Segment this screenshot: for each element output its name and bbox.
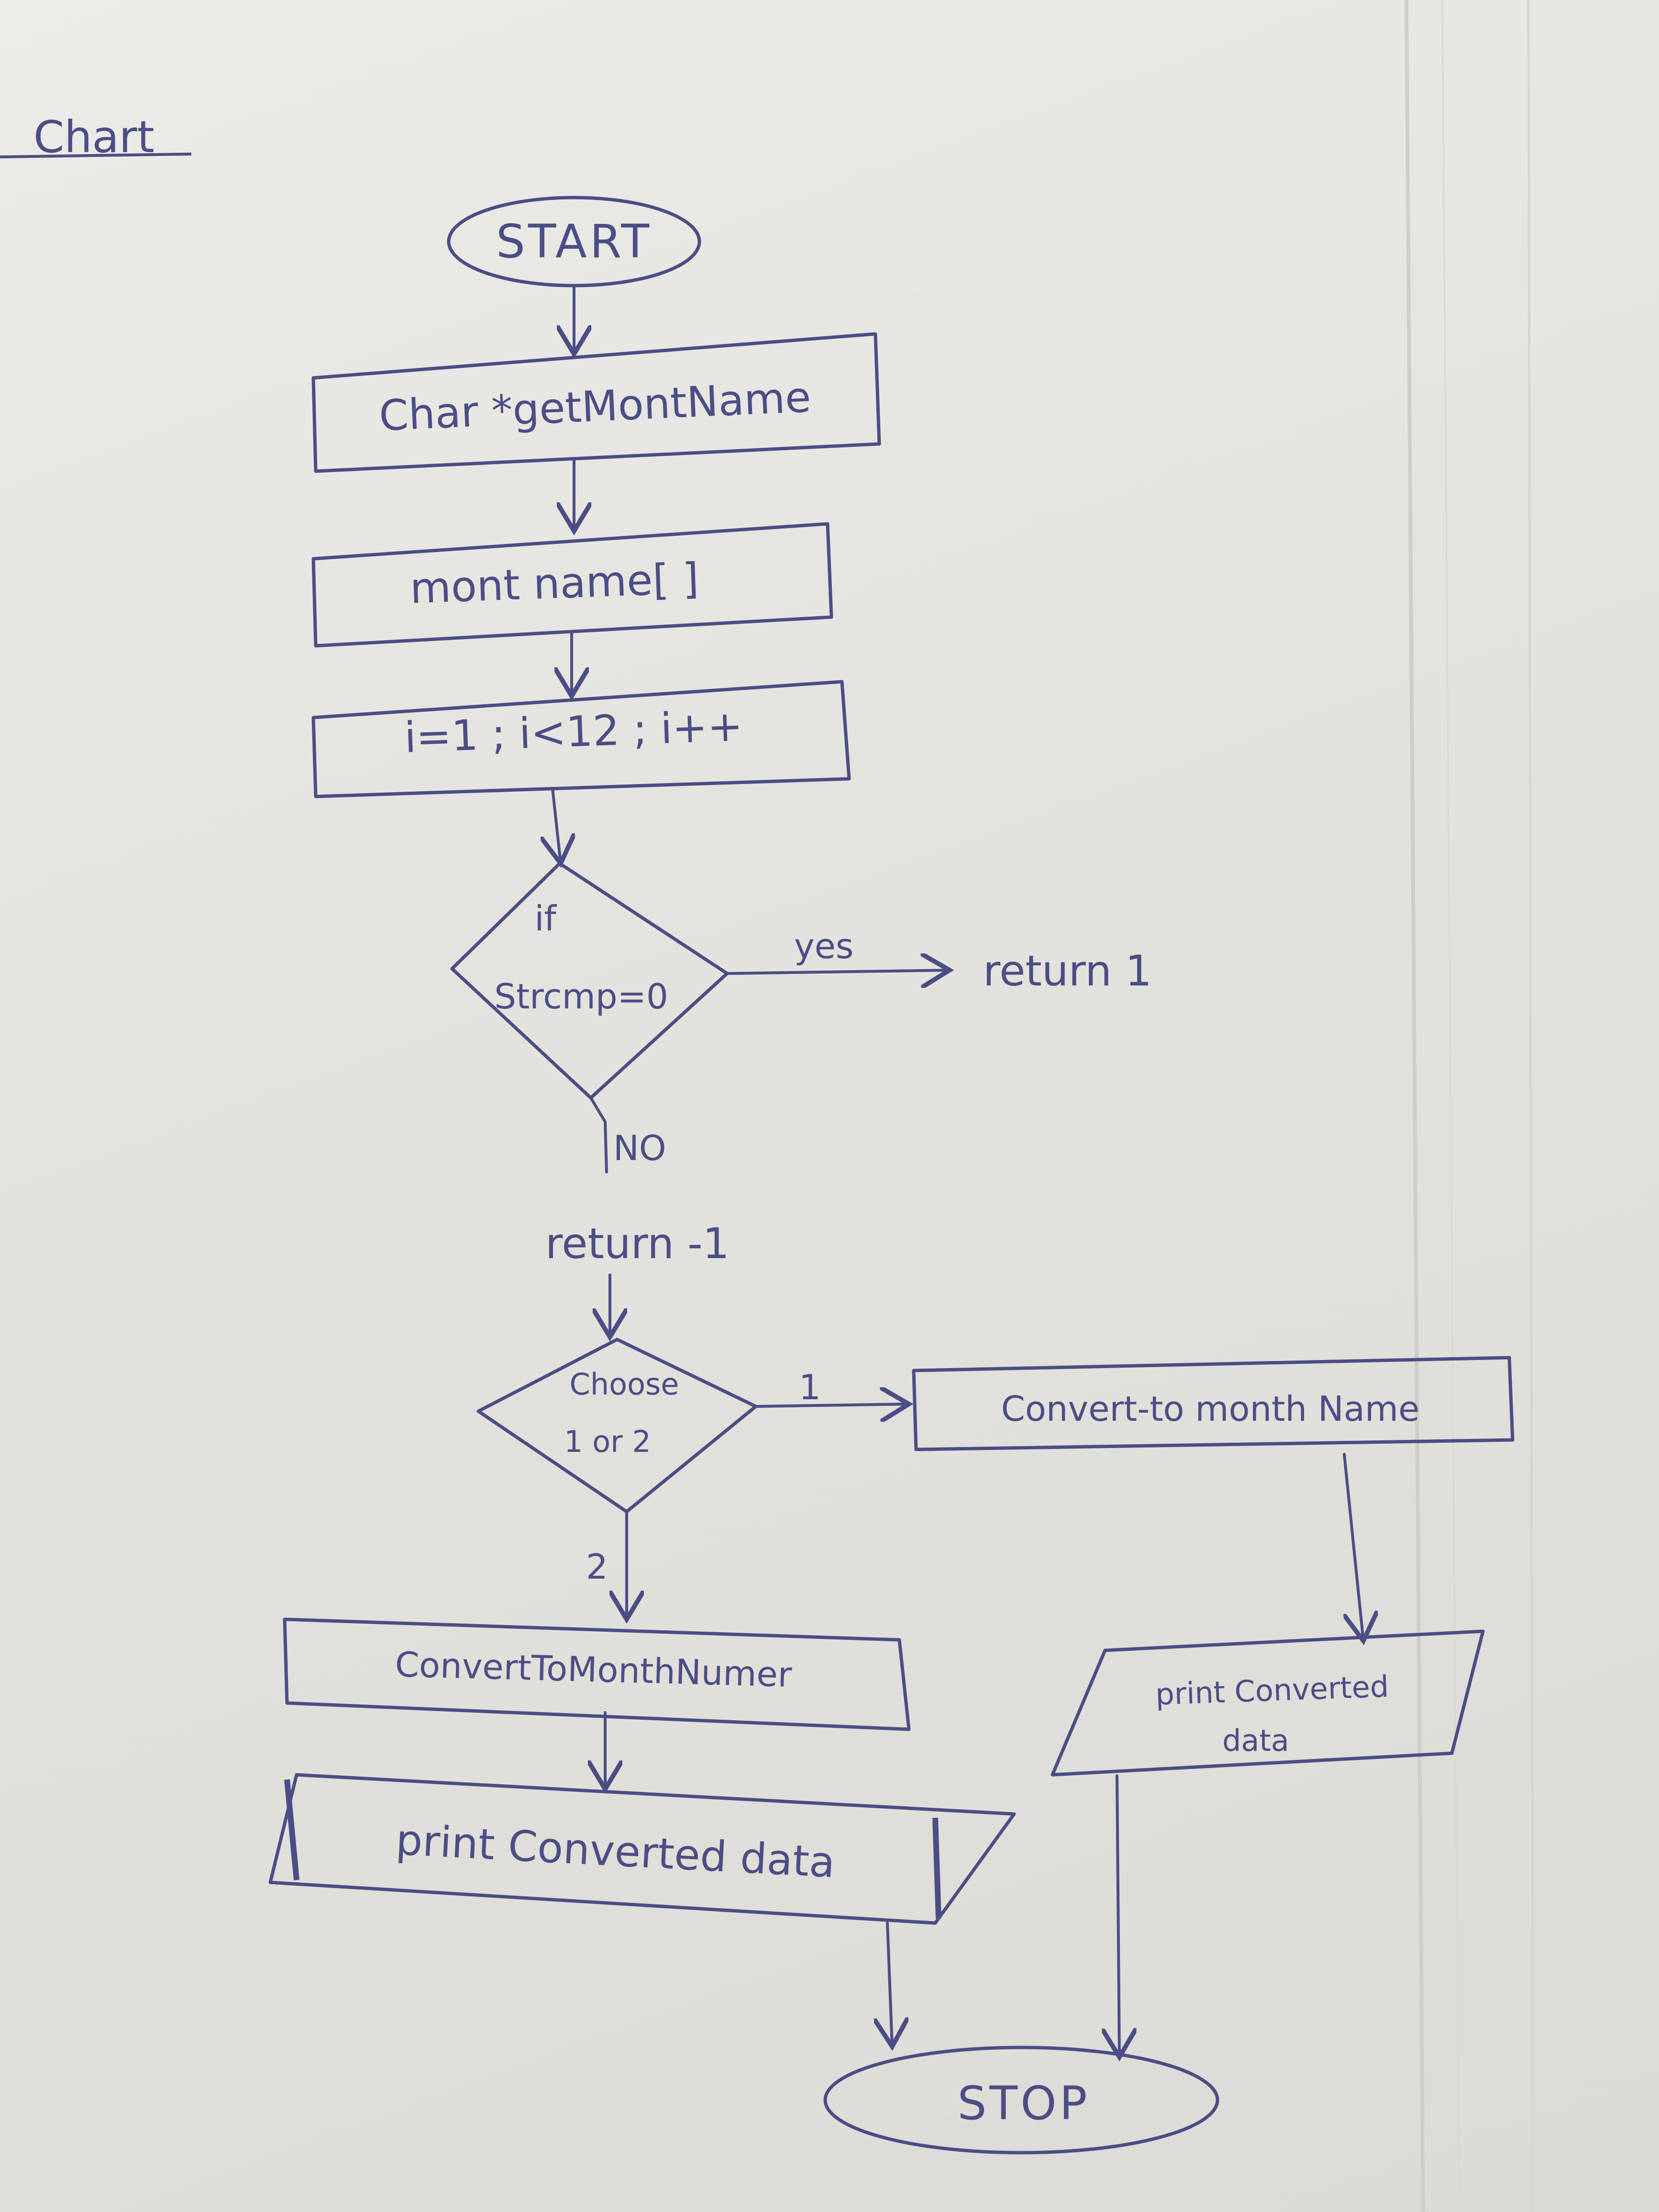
margin-line-2: [1441, 0, 1460, 2212]
choose-label-line2: 1 or 2: [564, 1424, 651, 1459]
heading-underline: [0, 153, 192, 158]
if-label-line1: if: [534, 898, 557, 939]
arrow-name-to-print: [1343, 1453, 1363, 1641]
month-name-array-label: mont name[ ]: [409, 554, 699, 613]
convert-to-month-number-label: ConvertToMonthNumer: [395, 1644, 793, 1695]
start-label: START: [496, 215, 652, 268]
loop-label: i=1 ; i<12 ; i++: [404, 701, 744, 763]
yes-label: yes: [794, 926, 853, 966]
line-if-no: [589, 1096, 608, 1173]
convert-to-month-number-box: [283, 1617, 911, 1731]
print-left-parallelogram: [268, 1773, 1016, 1925]
choice-2-label: 2: [586, 1547, 608, 1587]
return-no-label: return -1: [545, 1219, 730, 1268]
print-right-parallelogram: [1051, 1629, 1485, 1777]
page-edge-line: [1405, 0, 1425, 2212]
arrow-if-yes: [726, 970, 950, 973]
get-month-name-box: [311, 332, 881, 473]
arrow-loop-to-if: [553, 787, 561, 863]
arrow-print-left-to-stop: [887, 1922, 892, 2046]
choice-1-label: 1: [799, 1367, 821, 1407]
loop-box: [311, 680, 851, 798]
arrow-choice-1: [754, 1404, 909, 1406]
no-label: NO: [613, 1128, 666, 1168]
print-left-label: print Converted data: [395, 1815, 836, 1887]
convert-to-month-name-box: [912, 1356, 1515, 1451]
choose-label-line1: Choose: [570, 1367, 679, 1402]
month-name-array-box: [311, 522, 833, 648]
stop-label: STOP: [957, 2077, 1090, 2130]
print-right-label-line2: data: [1222, 1723, 1289, 1758]
margin-line: [1527, 0, 1535, 2212]
print-left-hatch-left: [284, 1779, 299, 1880]
if-label-line2: Strcmp=0: [494, 976, 668, 1017]
print-left-hatch-right: [932, 1817, 941, 1919]
arrow-print-right-to-stop: [1117, 1774, 1119, 2057]
print-right-label-line1: print Converted: [1155, 1669, 1389, 1712]
return-yes-label: return 1: [983, 946, 1152, 995]
convert-to-month-name-label: Convert-to month Name: [1001, 1389, 1420, 1429]
get-month-name-label: Char *getMontName: [378, 372, 812, 440]
stop-terminal: [823, 2046, 1219, 2155]
